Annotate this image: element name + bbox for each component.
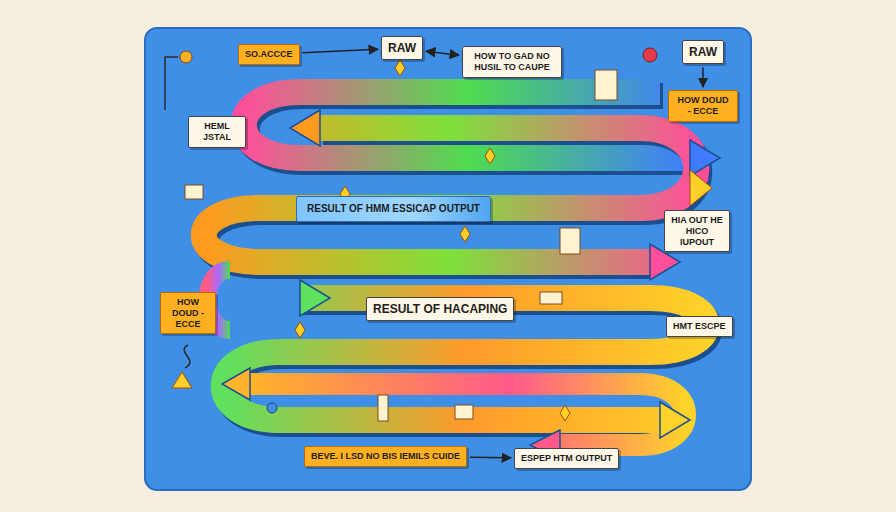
box-label: HOW DOUD - ECCE <box>167 297 209 329</box>
note-tag: HOW DOUD - ECCE <box>668 90 738 122</box>
flow-arrow <box>702 67 704 87</box>
process-box: RAW <box>381 36 423 60</box>
note-tag: SO.ACCCE <box>238 44 300 65</box>
box-label: BEVE. I LSD NO BIS IEMILS CUIDE <box>311 451 460 462</box>
box-label: HOW DOUD - ECCE <box>675 95 731 117</box>
box-label: HEML JSTAL <box>195 121 239 143</box>
process-box: RAW <box>682 40 724 64</box>
box-label: HMT ESCPE <box>673 321 726 332</box>
process-box: HOW TO GAD NO HUSIL TO CAUPE <box>462 46 562 78</box>
process-box: RESULT OF HACAPING <box>366 297 514 321</box>
note-tag: HOW DOUD - ECCE <box>160 292 216 334</box>
process-box: HEML JSTAL <box>188 116 246 148</box>
title-band: RESULT OF HMM ESSICAP OUTPUT <box>296 196 491 222</box>
flow-arrow <box>303 49 378 53</box>
box-label: RAW <box>388 41 416 55</box>
box-label: RESULT OF HMM ESSICAP OUTPUT <box>307 203 480 215</box>
box-label: HOW TO GAD NO HUSIL TO CAUPE <box>469 51 555 73</box>
box-label: RAW <box>689 45 717 59</box>
process-box: HIA OUT HE HICO IUPOUT <box>664 210 730 252</box>
note-tag: BEVE. I LSD NO BIS IEMILS CUIDE <box>304 446 467 467</box>
box-label: HIA OUT HE HICO IUPOUT <box>671 215 723 247</box>
process-box: ESPEP HTM OUTPUT <box>514 448 619 469</box>
process-box: HMT ESCPE <box>666 316 733 337</box>
box-label: ESPEP HTM OUTPUT <box>521 453 612 464</box>
flow-arrow <box>470 457 511 459</box>
flow-arrow <box>426 51 459 55</box>
box-label: RESULT OF HACAPING <box>373 302 507 316</box>
box-label: SO.ACCCE <box>245 49 293 60</box>
